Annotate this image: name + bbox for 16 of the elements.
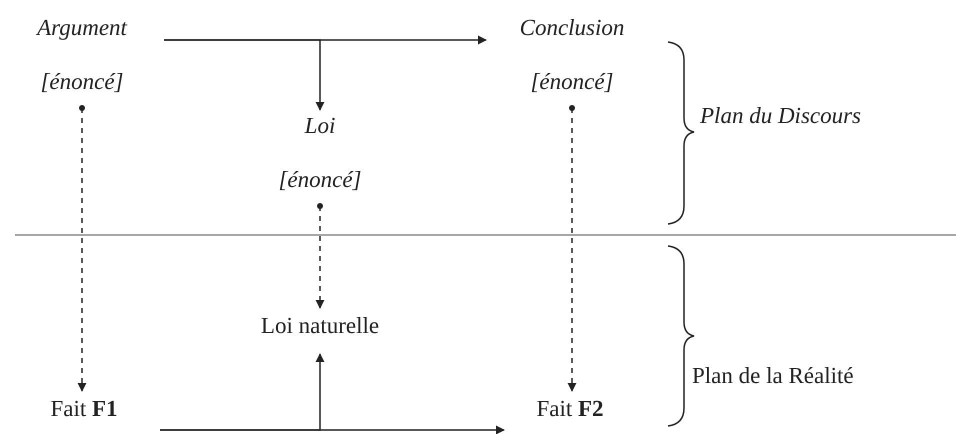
arrow [568, 105, 576, 392]
node-label: Loi [304, 112, 336, 140]
node-label: Fait F1 [50, 395, 118, 423]
plane-label: Plan du Discours [700, 102, 861, 130]
node-label: [énoncé] [278, 166, 362, 194]
node-label: [énoncé] [530, 68, 614, 96]
node-label: Argument [37, 14, 127, 42]
node-label: Conclusion [520, 14, 624, 42]
arrow [78, 105, 86, 392]
arrow [164, 39, 324, 111]
node-label: Loi naturelle [260, 312, 380, 340]
node-label: Fait F2 [536, 395, 604, 423]
plane-label: Plan de la Réalité [692, 362, 854, 390]
node-label: [énoncé] [40, 68, 124, 96]
arrow [316, 203, 324, 309]
arrow [160, 353, 324, 431]
